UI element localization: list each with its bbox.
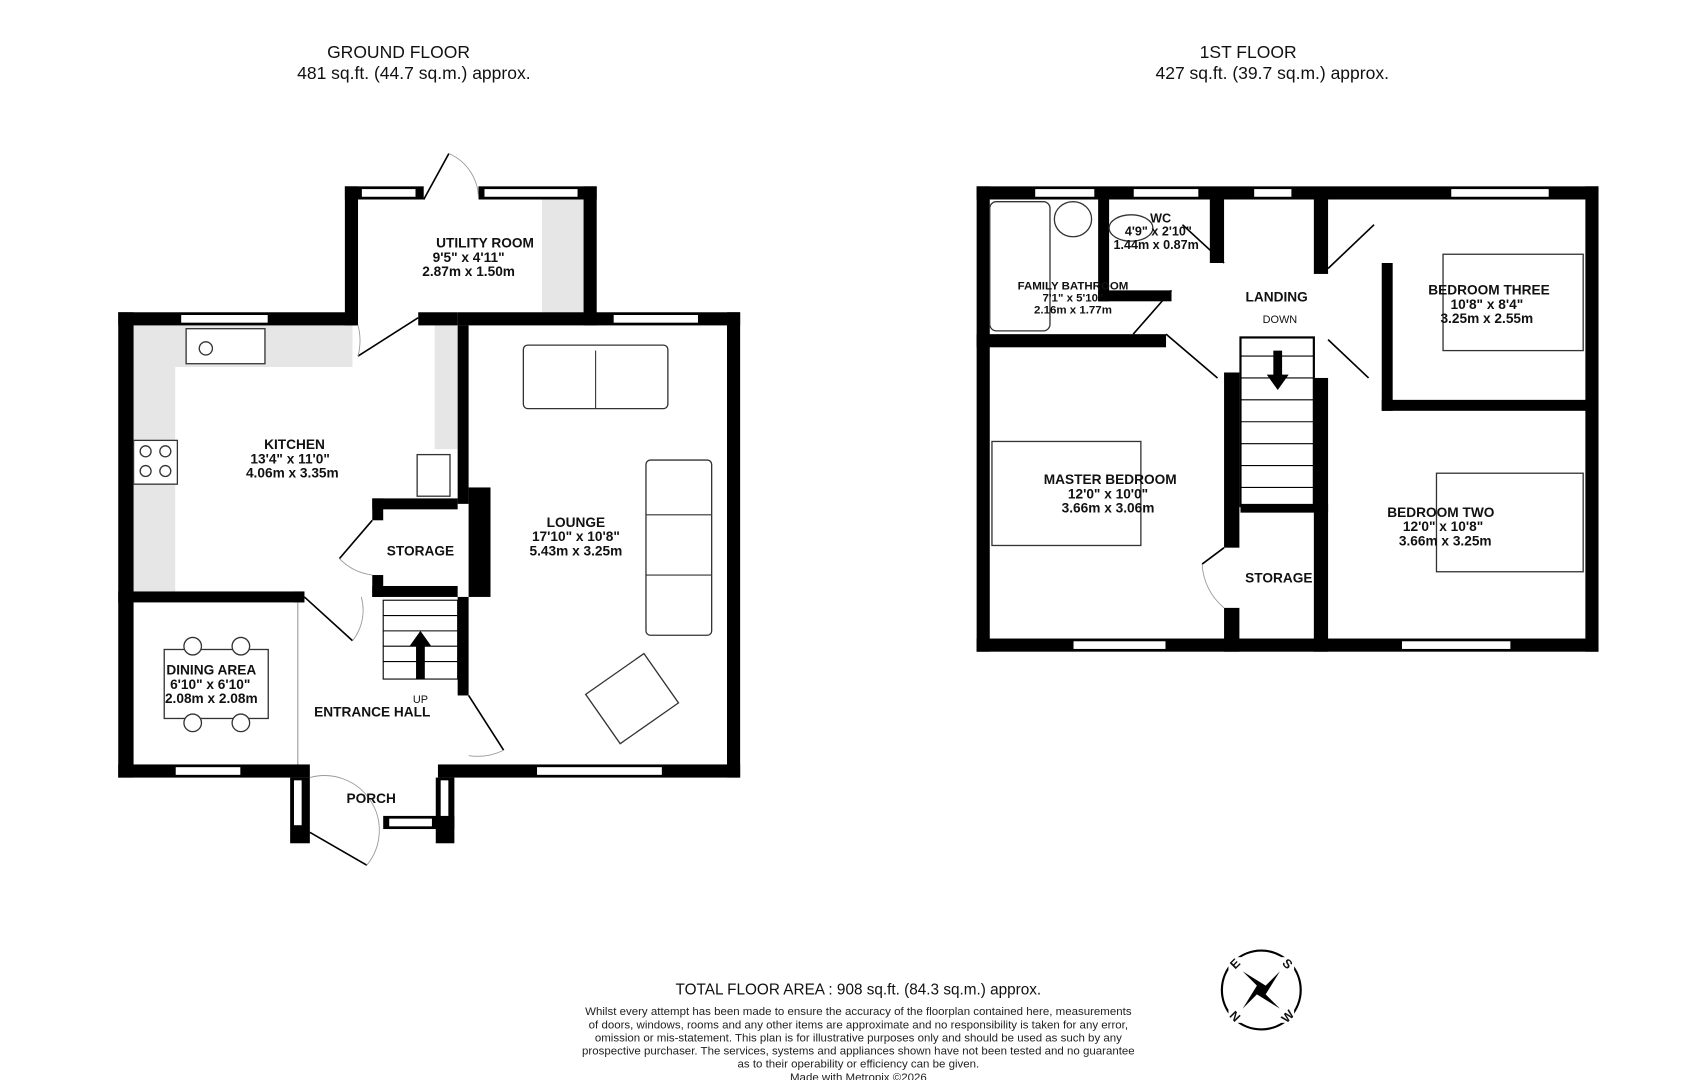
ground-floor-plan: UTILITY ROOM 9'5" x 4'11" 2.87m x 1.50m …: [118, 153, 741, 866]
porch-label: PORCH: [346, 791, 395, 806]
bed-icon: [991, 440, 1142, 547]
bedroom-three-label: BEDROOM THREE: [1428, 283, 1550, 298]
master-bedroom-imperial: 12'0" x 10'0": [1068, 486, 1148, 501]
entrance-hall-label: ENTRANCE HALL: [314, 704, 430, 719]
first-storage-label: STORAGE: [1245, 571, 1312, 586]
armchair-icon: [584, 652, 680, 745]
stairs-first: [1239, 336, 1315, 508]
master-bedroom-label: MASTER BEDROOM: [1044, 472, 1177, 487]
first-floor-plan: FAMILY BATHROOM 7'1" x 5'10" 2.16m x 1.7…: [976, 186, 1599, 652]
sink-icon: [185, 328, 266, 365]
bed-icon: [1442, 253, 1584, 352]
wc-imperial: 4'9" x 2'10": [1125, 225, 1192, 239]
sofa-icon: [522, 344, 713, 636]
ground-floor-title: GROUND FLOOR: [327, 42, 470, 62]
landing-label: LANDING: [1245, 289, 1307, 304]
disclaimer-line-3: omission or mis-statement. This plan is …: [595, 1032, 1122, 1044]
bath-icon: [989, 201, 1051, 332]
kitchen-metric: 4.06m x 3.35m: [246, 466, 339, 481]
family-bathroom-metric: 2.16m x 1.77m: [1034, 304, 1112, 316]
dining-area-imperial: 6'10" x 6'10": [170, 677, 250, 692]
hob-icon: [132, 439, 179, 485]
utility-room-metric: 2.87m x 1.50m: [422, 264, 515, 279]
bedroom-two-imperial: 12'0" x 10'8": [1403, 519, 1483, 534]
total-floor-area: TOTAL FLOOR AREA : 908 sq.ft. (84.3 sq.m…: [676, 981, 1042, 998]
stairs-up-arrow-icon: [409, 630, 432, 680]
bedroom-three-imperial: 10'8" x 8'4": [1450, 297, 1523, 312]
kitchen-label: KITCHEN: [264, 437, 325, 452]
stairs-down-arrow-icon: [1266, 350, 1289, 391]
lounge-metric: 5.43m x 3.25m: [530, 543, 623, 558]
family-bathroom-imperial: 7'1" x 5'10": [1042, 292, 1103, 304]
first-floor-area: 427 sq.ft. (39.7 sq.m.) approx.: [1156, 63, 1389, 83]
dining-area-label: DINING AREA: [166, 663, 256, 678]
lounge-label: LOUNGE: [547, 515, 606, 530]
kitchen-imperial: 13'4" x 11'0": [250, 451, 330, 466]
disclaimer-line-4: prospective purchaser. The services, sys…: [582, 1046, 1135, 1058]
family-bathroom-label: FAMILY BATHROOM: [1018, 280, 1129, 292]
disclaimer-line-1: Whilst every attempt has been made to en…: [585, 1006, 1132, 1018]
dining-area-metric: 2.08m x 2.08m: [165, 691, 258, 706]
stairs-ground: [382, 599, 459, 680]
stairs-up-label: UP: [413, 694, 428, 706]
toilet-icon: [1108, 214, 1154, 242]
bedroom-two-label: BEDROOM TWO: [1387, 505, 1494, 520]
wc-metric: 1.44m x 0.87m: [1114, 238, 1199, 252]
ground-storage-label: STORAGE: [387, 543, 454, 558]
master-bedroom-metric: 3.66m x 3.06m: [1062, 501, 1155, 516]
utility-room-imperial: 9'5" x 4'11": [433, 250, 505, 265]
disclaimer-line-5: as to their operability or efficiency ca…: [738, 1059, 980, 1071]
ground-floor-area: 481 sq.ft. (44.7 sq.m.) approx.: [297, 63, 530, 83]
first-floor-title: 1ST FLOOR: [1200, 42, 1297, 62]
metropix-credit: Made with Metropix ©2026: [790, 1072, 927, 1080]
appliance-icon: [416, 453, 451, 497]
disclaimer-line-2: of doors, windows, rooms and any other i…: [589, 1019, 1128, 1031]
wc-label: WC: [1150, 211, 1171, 225]
bedroom-three-metric: 3.25m x 2.55m: [1440, 311, 1533, 326]
bedroom-two-metric: 3.66m x 3.25m: [1399, 533, 1492, 548]
basin-icon: [1053, 201, 1093, 238]
lounge-imperial: 17'10" x 10'8": [532, 529, 620, 544]
compass-rose-icon: E S N W: [1220, 949, 1302, 1031]
utility-room-label: UTILITY ROOM: [436, 236, 534, 251]
stairs-down-label: DOWN: [1263, 314, 1298, 326]
bed-icon: [1435, 472, 1584, 573]
dining-table-icon: [163, 636, 269, 733]
